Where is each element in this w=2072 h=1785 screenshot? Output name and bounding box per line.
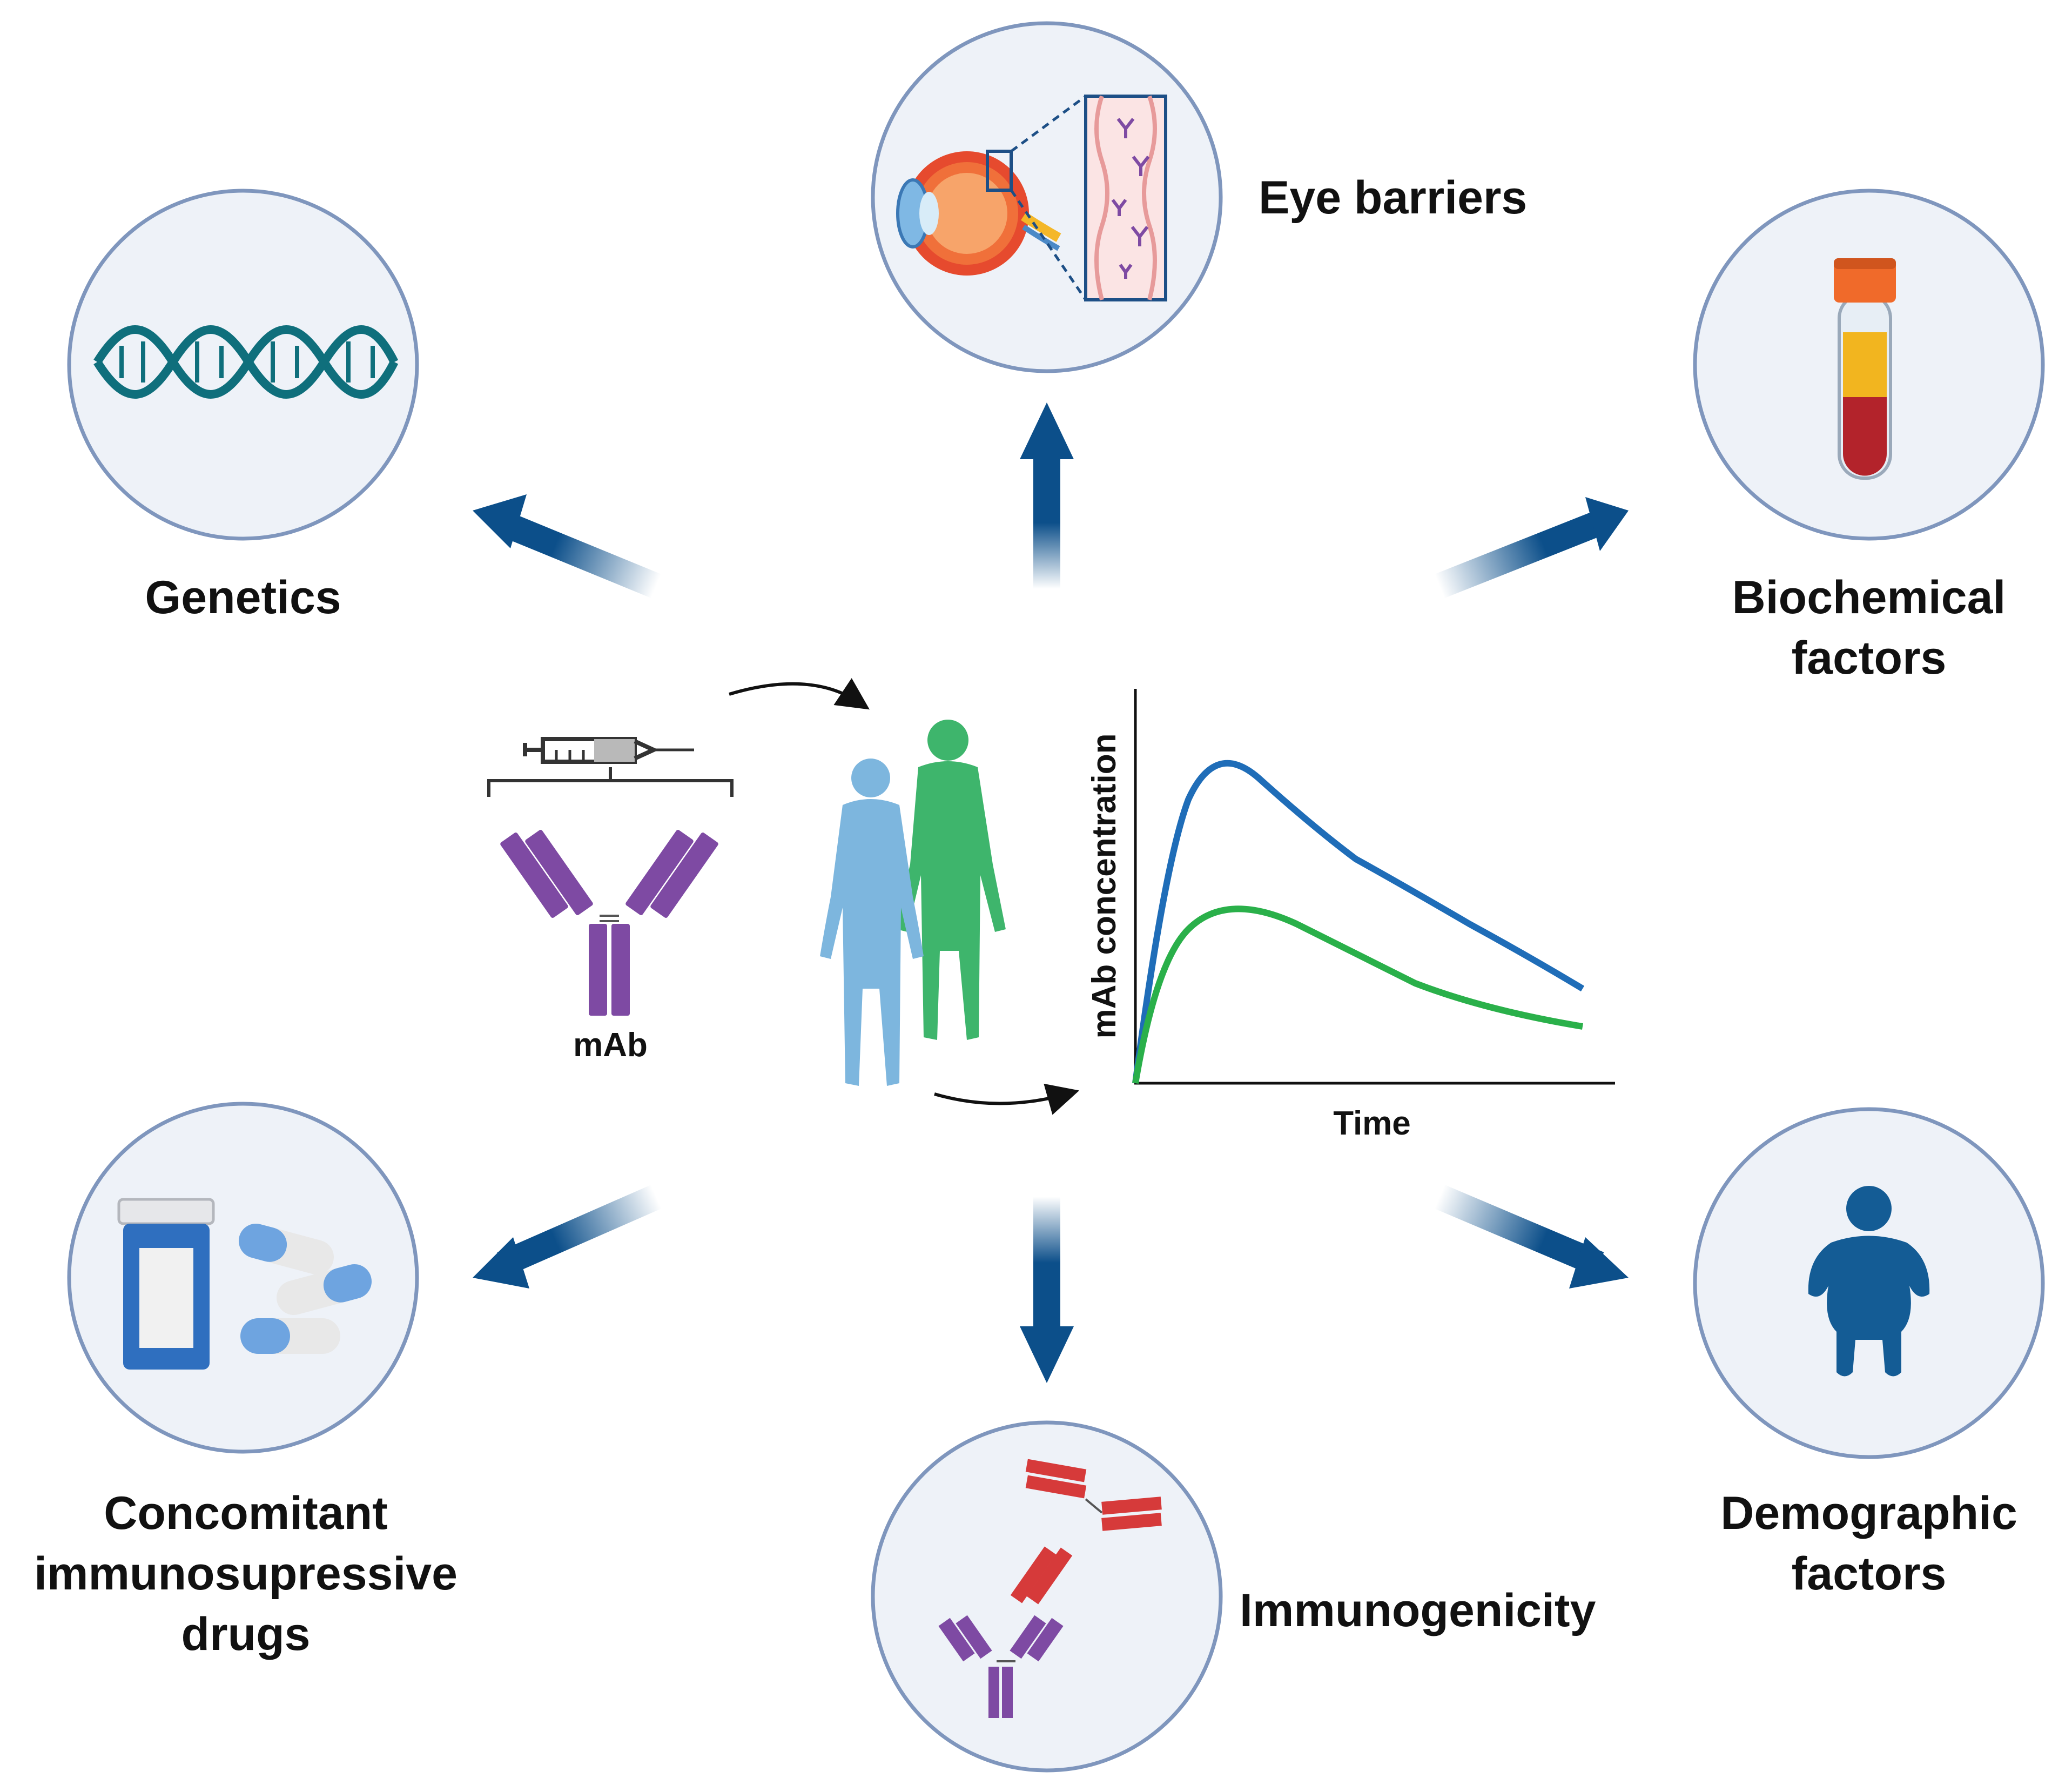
concentration-time-chart — [1132, 689, 1615, 1085]
blood-tube-icon — [1834, 258, 1896, 480]
label-mab: mAb — [573, 1026, 648, 1064]
anti-drug-antibody-icon — [938, 1459, 1162, 1718]
label-genetics: Genetics — [145, 572, 341, 623]
syringe-icon — [487, 737, 734, 797]
eye-icon — [896, 95, 1167, 301]
dna-icon — [93, 325, 399, 399]
person-blue — [820, 759, 924, 1086]
curved-arrow-bottom — [934, 1083, 1080, 1115]
capsule-3 — [240, 1318, 340, 1354]
people-icon — [820, 720, 1006, 1086]
arrow-to-genetics — [473, 494, 662, 599]
arrow-to-demographic — [1434, 1184, 1629, 1289]
child-icon — [1808, 1186, 1930, 1377]
arrow-to-eye — [1020, 402, 1074, 589]
curved-arrow-top — [729, 678, 870, 710]
curve-green — [1132, 905, 1583, 1084]
capsule-1 — [238, 1223, 334, 1275]
label-eye-barriers: Eye barriers — [1259, 172, 1528, 224]
curve-blue — [1132, 760, 1585, 1084]
label-drugs: Concomitant immunosupressive drugs — [34, 1487, 458, 1660]
arrow-to-drugs — [473, 1185, 662, 1289]
x-axis-label: Time — [1333, 1105, 1411, 1142]
label-immunogenicity: Immunogenicity — [1240, 1585, 1596, 1636]
y-axis-label: mAb concentration — [1086, 733, 1123, 1039]
label-demographic: Demographic factors — [1720, 1487, 2017, 1600]
label-biochemical: Biochemical factors — [1732, 572, 2006, 684]
capsule-2 — [276, 1264, 372, 1316]
arrow-to-biochemical — [1435, 497, 1629, 599]
pill-bottle-icon — [117, 1198, 372, 1370]
antibody-icon — [500, 830, 718, 1016]
arrow-to-immunogenicity — [1020, 1197, 1074, 1383]
person-green — [897, 720, 1006, 1040]
